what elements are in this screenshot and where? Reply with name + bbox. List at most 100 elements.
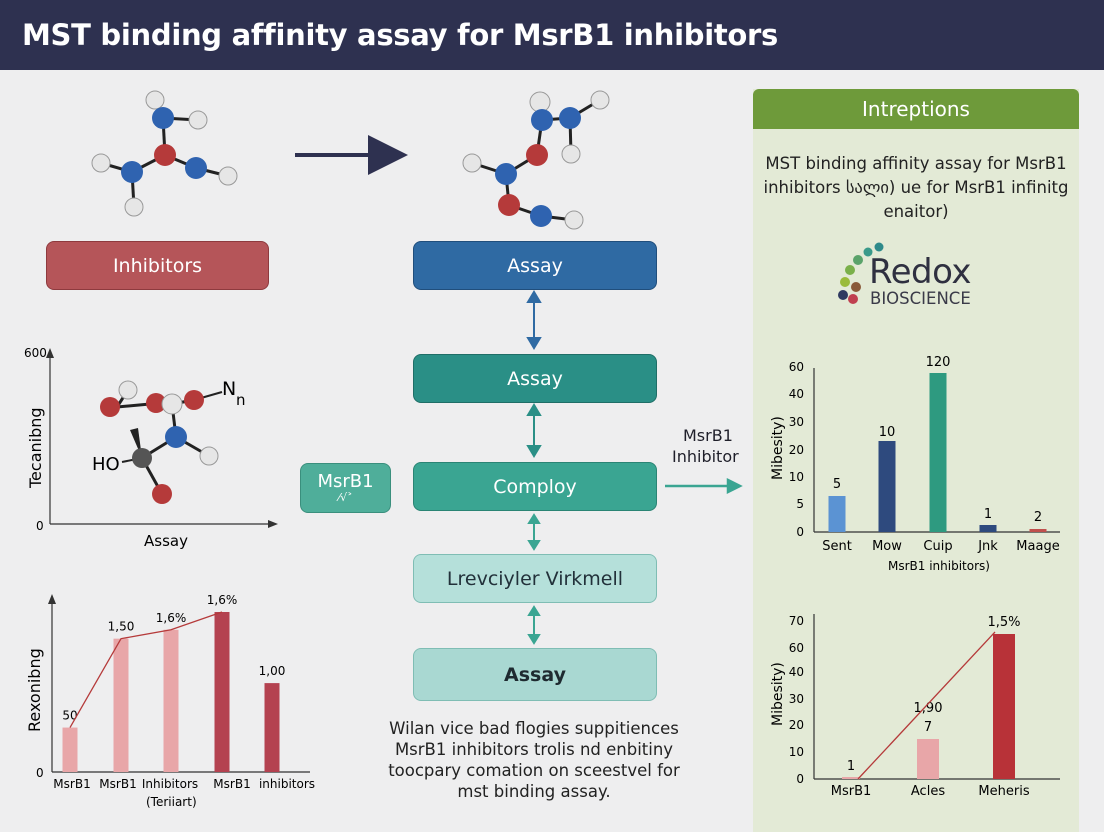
flow-step-4: Lrevciyler Virkmell (413, 554, 657, 603)
inhibitors-box: Inhibitors (46, 241, 269, 290)
bottom-note: Wilan vice bad flogies suppitiences MsrB… (388, 719, 680, 801)
chart2-data-label: 1,50 (108, 620, 135, 634)
chart1-y-tick-600: 600 (24, 346, 47, 360)
chart4-x-tick: MsrB1 (831, 784, 872, 799)
chart3-x-tick: Mow (872, 539, 902, 554)
chart3-x-label: MsrB1 inhibitors) (888, 559, 990, 573)
redox-logo-text: Redox (869, 252, 971, 292)
chart2-bar (113, 638, 129, 772)
interpretations-panel (753, 89, 1079, 832)
chart2-data-label: 1,6% (156, 611, 187, 625)
panel-note: MST binding affinity assay for MsrB1 inh… (763, 154, 1069, 221)
chart2-bar (163, 629, 179, 772)
chart4-data-label: 7 (924, 720, 932, 735)
chart-3: Mibesity) MsrB1 inhibitors) 0 5 10 20 30 40 60… (770, 355, 1060, 573)
chart2-bar (214, 612, 230, 772)
chart3-y-tick: 20 (789, 443, 804, 457)
redox-logo-icon (838, 242, 884, 304)
arrow-right-icon (665, 477, 743, 495)
chart-1: 600 0 Assay Tecanibng N n HO (24, 346, 278, 550)
chart2-x-tick: inhibitors (259, 777, 315, 791)
side-arrow-label-1: MsrB1 (683, 426, 733, 445)
chart3-data-label: 10 (879, 425, 896, 440)
side-arrow-label-2: Inhibitor (672, 447, 739, 466)
flow-step-2: Assay (413, 354, 657, 403)
molecule-n-sub: n (236, 391, 246, 409)
chart2-x-tick: MsrB1 (53, 777, 90, 791)
chart4-x-tick: Acles (911, 784, 945, 799)
chart3-x-tick: Jnk (977, 539, 998, 554)
chart2-x-tick: MsrB1 (213, 777, 250, 791)
chart1-y-label: Tecanibng (26, 407, 45, 489)
chart3-x-tick: Sent (822, 539, 852, 554)
chart3-data-label: 1 (984, 507, 992, 522)
molecule-n-label: N (222, 378, 236, 400)
page-title: MST binding affinity assay for MsrB1 inh… (22, 18, 778, 52)
chart3-y-tick: 5 (796, 497, 804, 511)
chart3-data-label: 120 (926, 355, 951, 370)
chart4-data-label: 1 (847, 759, 855, 774)
chart4-y-label: Mibesity) (770, 662, 786, 726)
flow-step-3: Comploy (413, 462, 657, 511)
chart2-bar (264, 683, 280, 772)
chart4-y-tick: 10 (789, 745, 804, 759)
chart4-y-tick: 20 (789, 718, 804, 732)
chart3-data-label: 5 (833, 477, 841, 492)
molecule-icon (462, 90, 610, 230)
chart4-y-tick: 30 (789, 692, 804, 706)
chart4-y-tick: 0 (796, 772, 804, 786)
chart4-x-tick: Meheris (978, 784, 1029, 799)
chart4-data-label: 1,5% (987, 615, 1020, 630)
molecule-ho-label: HO (92, 454, 120, 475)
chart3-bar (979, 525, 997, 532)
chart2-data-label: 50 (62, 709, 77, 723)
chart2-data-label: 1,6% (207, 593, 238, 607)
chart3-x-tick: Cuip (923, 539, 952, 554)
flow-step-1: Assay (413, 241, 657, 290)
chart1-y-tick-0: 0 (36, 519, 44, 533)
chart4-y-tick: 40 (789, 665, 804, 679)
chart3-bar (828, 496, 846, 532)
header-bar: MST binding affinity assay for MsrB1 inh… (0, 0, 1104, 70)
panel-title: Intreptions (753, 89, 1079, 129)
chart2-x-tick: Inhibitors (142, 777, 198, 791)
chart4-y-tick: 70 (789, 614, 804, 628)
double-arrow-icon (526, 403, 542, 458)
chart2-y-tick-0: 0 (36, 766, 44, 780)
chart2-trend-line (69, 611, 223, 728)
chart3-y-tick: 40 (789, 387, 804, 401)
chart4-bar (842, 777, 860, 779)
msrb1-side-box: MsrB1 ⁄√˃ (300, 463, 391, 513)
chart4-trend-line (857, 631, 996, 780)
chart3-bar (1029, 529, 1047, 532)
chart3-bar (878, 441, 896, 532)
chart2-x-sublabel: (Teriiart) (146, 795, 197, 809)
redox-logo-subtext: BIOSCIENCE (870, 289, 971, 308)
chart3-y-tick: 0 (796, 525, 804, 539)
double-arrow-icon (526, 290, 542, 350)
chart4-bar (993, 634, 1015, 779)
chart3-y-tick: 10 (789, 470, 804, 484)
chart2-bar (62, 727, 78, 772)
chart3-data-label: 2 (1034, 510, 1042, 525)
molecule-icon (91, 90, 238, 217)
chart3-x-tick: Maage (1016, 539, 1059, 554)
chart-2: 0 Rexonibng (Teriiart) 50 1,50 1,6% 1,6% 1,0… (25, 593, 315, 809)
flow-step-5: Assay (413, 648, 657, 701)
msrb1-side-box-title: MsrB1 (317, 470, 374, 492)
msrb1-side-box-sub: ⁄√˃ (338, 490, 353, 504)
chart4-bar (917, 739, 939, 779)
chart1-x-label: Assay (144, 532, 188, 550)
chart3-y-tick: 60 (789, 360, 804, 374)
chart3-y-label: Mibesity) (770, 416, 786, 480)
chart2-x-tick: MsrB1 (99, 777, 136, 791)
chart4-y-tick: 60 (789, 641, 804, 655)
chart2-data-label: 1,00 (259, 664, 286, 678)
chart2-y-label: Rexonibng (25, 648, 44, 732)
double-arrow-icon (527, 513, 541, 551)
chart3-y-tick: 30 (789, 415, 804, 429)
double-arrow-icon (527, 605, 541, 645)
chart3-bar (929, 373, 947, 532)
